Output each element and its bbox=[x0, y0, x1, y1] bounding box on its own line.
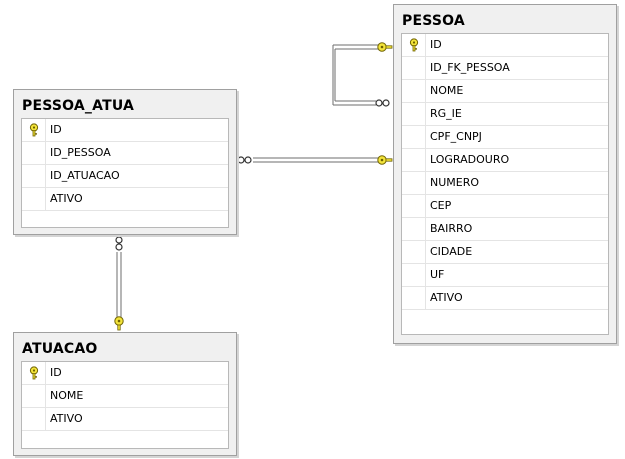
column-name: ID_PESSOA bbox=[50, 146, 111, 159]
column-name: RG_IE bbox=[430, 107, 462, 120]
column-name: NUMERO bbox=[430, 176, 480, 189]
entity-pessoa[interactable]: PESSOA ID ID_FK_PESSOA NOME RG_IE CPF_CN… bbox=[393, 4, 617, 344]
column-row-id[interactable]: ID bbox=[22, 119, 228, 142]
column-row-id[interactable]: ID bbox=[22, 362, 228, 385]
column-name: CEP bbox=[430, 199, 452, 212]
column-name: NOME bbox=[50, 389, 84, 402]
column-row-cpf-cnpj[interactable]: CPF_CNPJ bbox=[402, 126, 608, 149]
column-row-ativo[interactable]: ATIVO bbox=[22, 188, 228, 211]
column-name: ATIVO bbox=[50, 192, 83, 205]
column-name: NOME bbox=[430, 84, 464, 97]
column-name: ATIVO bbox=[50, 412, 83, 425]
column-grid: ID NOME ATIVO bbox=[21, 361, 229, 449]
column-name: ID bbox=[50, 123, 62, 136]
relationship-pessoa-self bbox=[332, 44, 378, 106]
one-end-key-icon bbox=[377, 155, 393, 165]
column-name: LOGRADOURO bbox=[430, 153, 510, 166]
many-end-icon bbox=[375, 99, 390, 107]
primary-key-icon bbox=[22, 119, 46, 141]
column-name: CIDADE bbox=[430, 245, 473, 258]
column-row-cidade[interactable]: CIDADE bbox=[402, 241, 608, 264]
entity-pessoa-atua[interactable]: PESSOA_ATUA ID ID_PESSOA ID_ATUACAO ATIV… bbox=[13, 89, 237, 235]
column-row-nome[interactable]: NOME bbox=[22, 385, 228, 408]
column-name: BAIRRO bbox=[430, 222, 473, 235]
column-name: ID bbox=[430, 38, 442, 51]
column-name: CPF_CNPJ bbox=[430, 130, 482, 143]
column-row-id[interactable]: ID bbox=[402, 34, 608, 57]
column-grid: ID ID_FK_PESSOA NOME RG_IE CPF_CNPJ LOGR… bbox=[401, 33, 609, 335]
column-grid: ID ID_PESSOA ID_ATUACAO ATIVO bbox=[21, 118, 229, 228]
column-row-ativo[interactable]: ATIVO bbox=[22, 408, 228, 431]
many-end-icon bbox=[237, 156, 252, 164]
column-row-nome[interactable]: NOME bbox=[402, 80, 608, 103]
column-row-numero[interactable]: NUMERO bbox=[402, 172, 608, 195]
entity-title: PESSOA bbox=[402, 13, 465, 29]
column-row-ativo[interactable]: ATIVO bbox=[402, 287, 608, 310]
one-end-key-icon bbox=[114, 316, 124, 331]
relationship-pessoa-atua-to-atuacao bbox=[116, 252, 122, 318]
column-row-rg-ie[interactable]: RG_IE bbox=[402, 103, 608, 126]
column-name: ID_ATUACAO bbox=[50, 169, 120, 182]
column-name: ATIVO bbox=[430, 291, 463, 304]
entity-atuacao[interactable]: ATUACAO ID NOME ATIVO bbox=[13, 332, 237, 456]
column-name: ID bbox=[50, 366, 62, 379]
primary-key-icon bbox=[22, 362, 46, 384]
column-row-bairro[interactable]: BAIRRO bbox=[402, 218, 608, 241]
many-end-icon bbox=[115, 236, 123, 251]
column-name: UF bbox=[430, 268, 445, 281]
primary-key-icon bbox=[402, 34, 426, 56]
column-name: ID_FK_PESSOA bbox=[430, 61, 510, 74]
entity-title: ATUACAO bbox=[22, 341, 98, 357]
one-end-key-icon bbox=[377, 42, 393, 52]
relationship-pessoa-atua-to-pessoa bbox=[253, 157, 378, 163]
column-row-id-atuacao[interactable]: ID_ATUACAO bbox=[22, 165, 228, 188]
column-row-uf[interactable]: UF bbox=[402, 264, 608, 287]
column-row-logradouro[interactable]: LOGRADOURO bbox=[402, 149, 608, 172]
column-row-cep[interactable]: CEP bbox=[402, 195, 608, 218]
entity-title: PESSOA_ATUA bbox=[22, 98, 134, 114]
column-row-id-fk-pessoa[interactable]: ID_FK_PESSOA bbox=[402, 57, 608, 80]
column-row-id-pessoa[interactable]: ID_PESSOA bbox=[22, 142, 228, 165]
